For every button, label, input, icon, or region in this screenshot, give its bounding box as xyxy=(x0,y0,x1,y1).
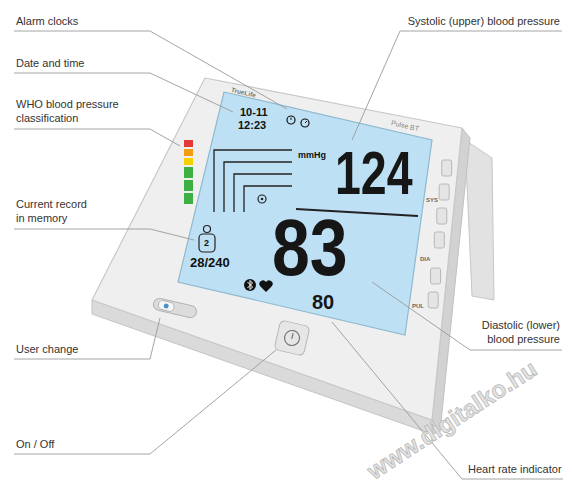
diastolic-reading: 83 xyxy=(272,208,348,288)
who-bar-green xyxy=(184,167,193,178)
side-button xyxy=(437,208,447,224)
side-button xyxy=(428,292,438,308)
memory-counter: 28/240 xyxy=(190,256,230,270)
target-icon xyxy=(261,198,264,201)
graph-frame xyxy=(214,150,292,212)
power-button xyxy=(274,320,310,356)
who-bar-yellow xyxy=(184,158,193,165)
callout-label: User change xyxy=(16,342,78,356)
callout-label: Alarm clocks xyxy=(16,14,78,28)
who-bar-orange xyxy=(184,149,193,156)
bluetooth-icon xyxy=(248,281,253,290)
user-number: 2 xyxy=(204,238,209,248)
user-slider xyxy=(152,297,198,319)
side-button xyxy=(442,160,452,176)
model-name: Pulse BT xyxy=(390,119,419,133)
bluetooth-icon xyxy=(244,279,256,291)
alarm-icon xyxy=(305,121,307,123)
who-bar-green xyxy=(184,180,193,191)
callout-label: Systolic (upper) blood pressure xyxy=(408,14,560,28)
lcd-unit: mmHg xyxy=(298,150,326,160)
heart-icon xyxy=(259,280,272,292)
pulse-reading: 80 xyxy=(312,292,334,312)
user-icon xyxy=(204,226,211,233)
button-label: PUL xyxy=(412,303,424,310)
side-button xyxy=(431,268,441,284)
systolic-reading: 124 xyxy=(335,142,413,204)
callout-label: Date and time xyxy=(16,56,84,70)
callout-label: On / Off xyxy=(16,437,54,451)
lcd-time: 12:23 xyxy=(238,119,266,131)
alarm-icon xyxy=(287,116,295,124)
callout-label: Current record in memory xyxy=(16,197,94,225)
user-icon xyxy=(199,234,215,252)
graph-frame xyxy=(234,174,292,212)
lcd-screen xyxy=(178,92,432,335)
graph-frame xyxy=(224,162,292,212)
callout-label: Heart rate indicator xyxy=(468,462,562,476)
button-label: DIA xyxy=(420,256,430,263)
side-button xyxy=(434,232,444,248)
alarm-icon xyxy=(291,118,292,121)
alarm-icon xyxy=(301,119,309,127)
lcd-date: 10-11 xyxy=(240,106,268,118)
stand xyxy=(465,140,494,300)
callout-label: WHO blood pressure classification xyxy=(16,97,124,125)
who-bar-red xyxy=(184,140,193,147)
callout-label: Diastolic (lower) blood pressure xyxy=(470,318,560,346)
target-icon xyxy=(258,195,266,203)
brand-logo: TrueLife xyxy=(230,86,256,99)
button-label: SYS xyxy=(426,197,438,204)
who-bar-green xyxy=(184,193,193,204)
side-button xyxy=(439,184,449,200)
